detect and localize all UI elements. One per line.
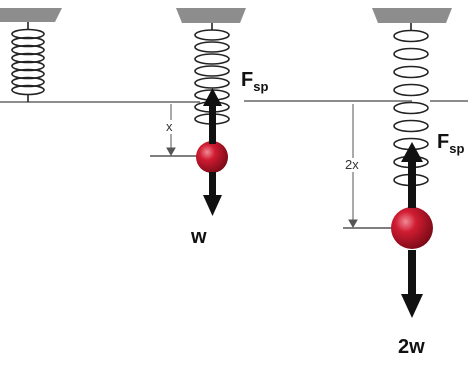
weight-arrow-1 [203, 172, 222, 216]
spring-force-label-1: Fsp [241, 69, 269, 94]
weight-label-2: 2w [398, 336, 425, 358]
displacement-label-x: x [166, 119, 173, 134]
mass-ball-2 [391, 207, 433, 249]
displacement-label-2x: 2x [345, 157, 359, 172]
weight-label-1: w [191, 226, 207, 248]
mass-ball-1 [196, 141, 228, 173]
spring-1 [11, 22, 45, 102]
spring-force-arrow-2 [401, 142, 423, 208]
ceiling-1 [0, 8, 62, 22]
displacement-2x-marker [343, 104, 400, 229]
spring-force-label-2: Fsp [437, 131, 465, 156]
ceiling-2 [176, 8, 246, 23]
displacement-x-marker [150, 104, 200, 157]
weight-arrow-2 [401, 250, 423, 318]
force-subscript-2: sp [449, 141, 465, 156]
spring-force-arrow-1 [203, 88, 222, 144]
ceiling-3 [372, 8, 452, 23]
force-symbol-1: F [241, 69, 254, 91]
force-symbol-2: F [437, 131, 450, 153]
force-subscript-1: sp [253, 79, 269, 94]
